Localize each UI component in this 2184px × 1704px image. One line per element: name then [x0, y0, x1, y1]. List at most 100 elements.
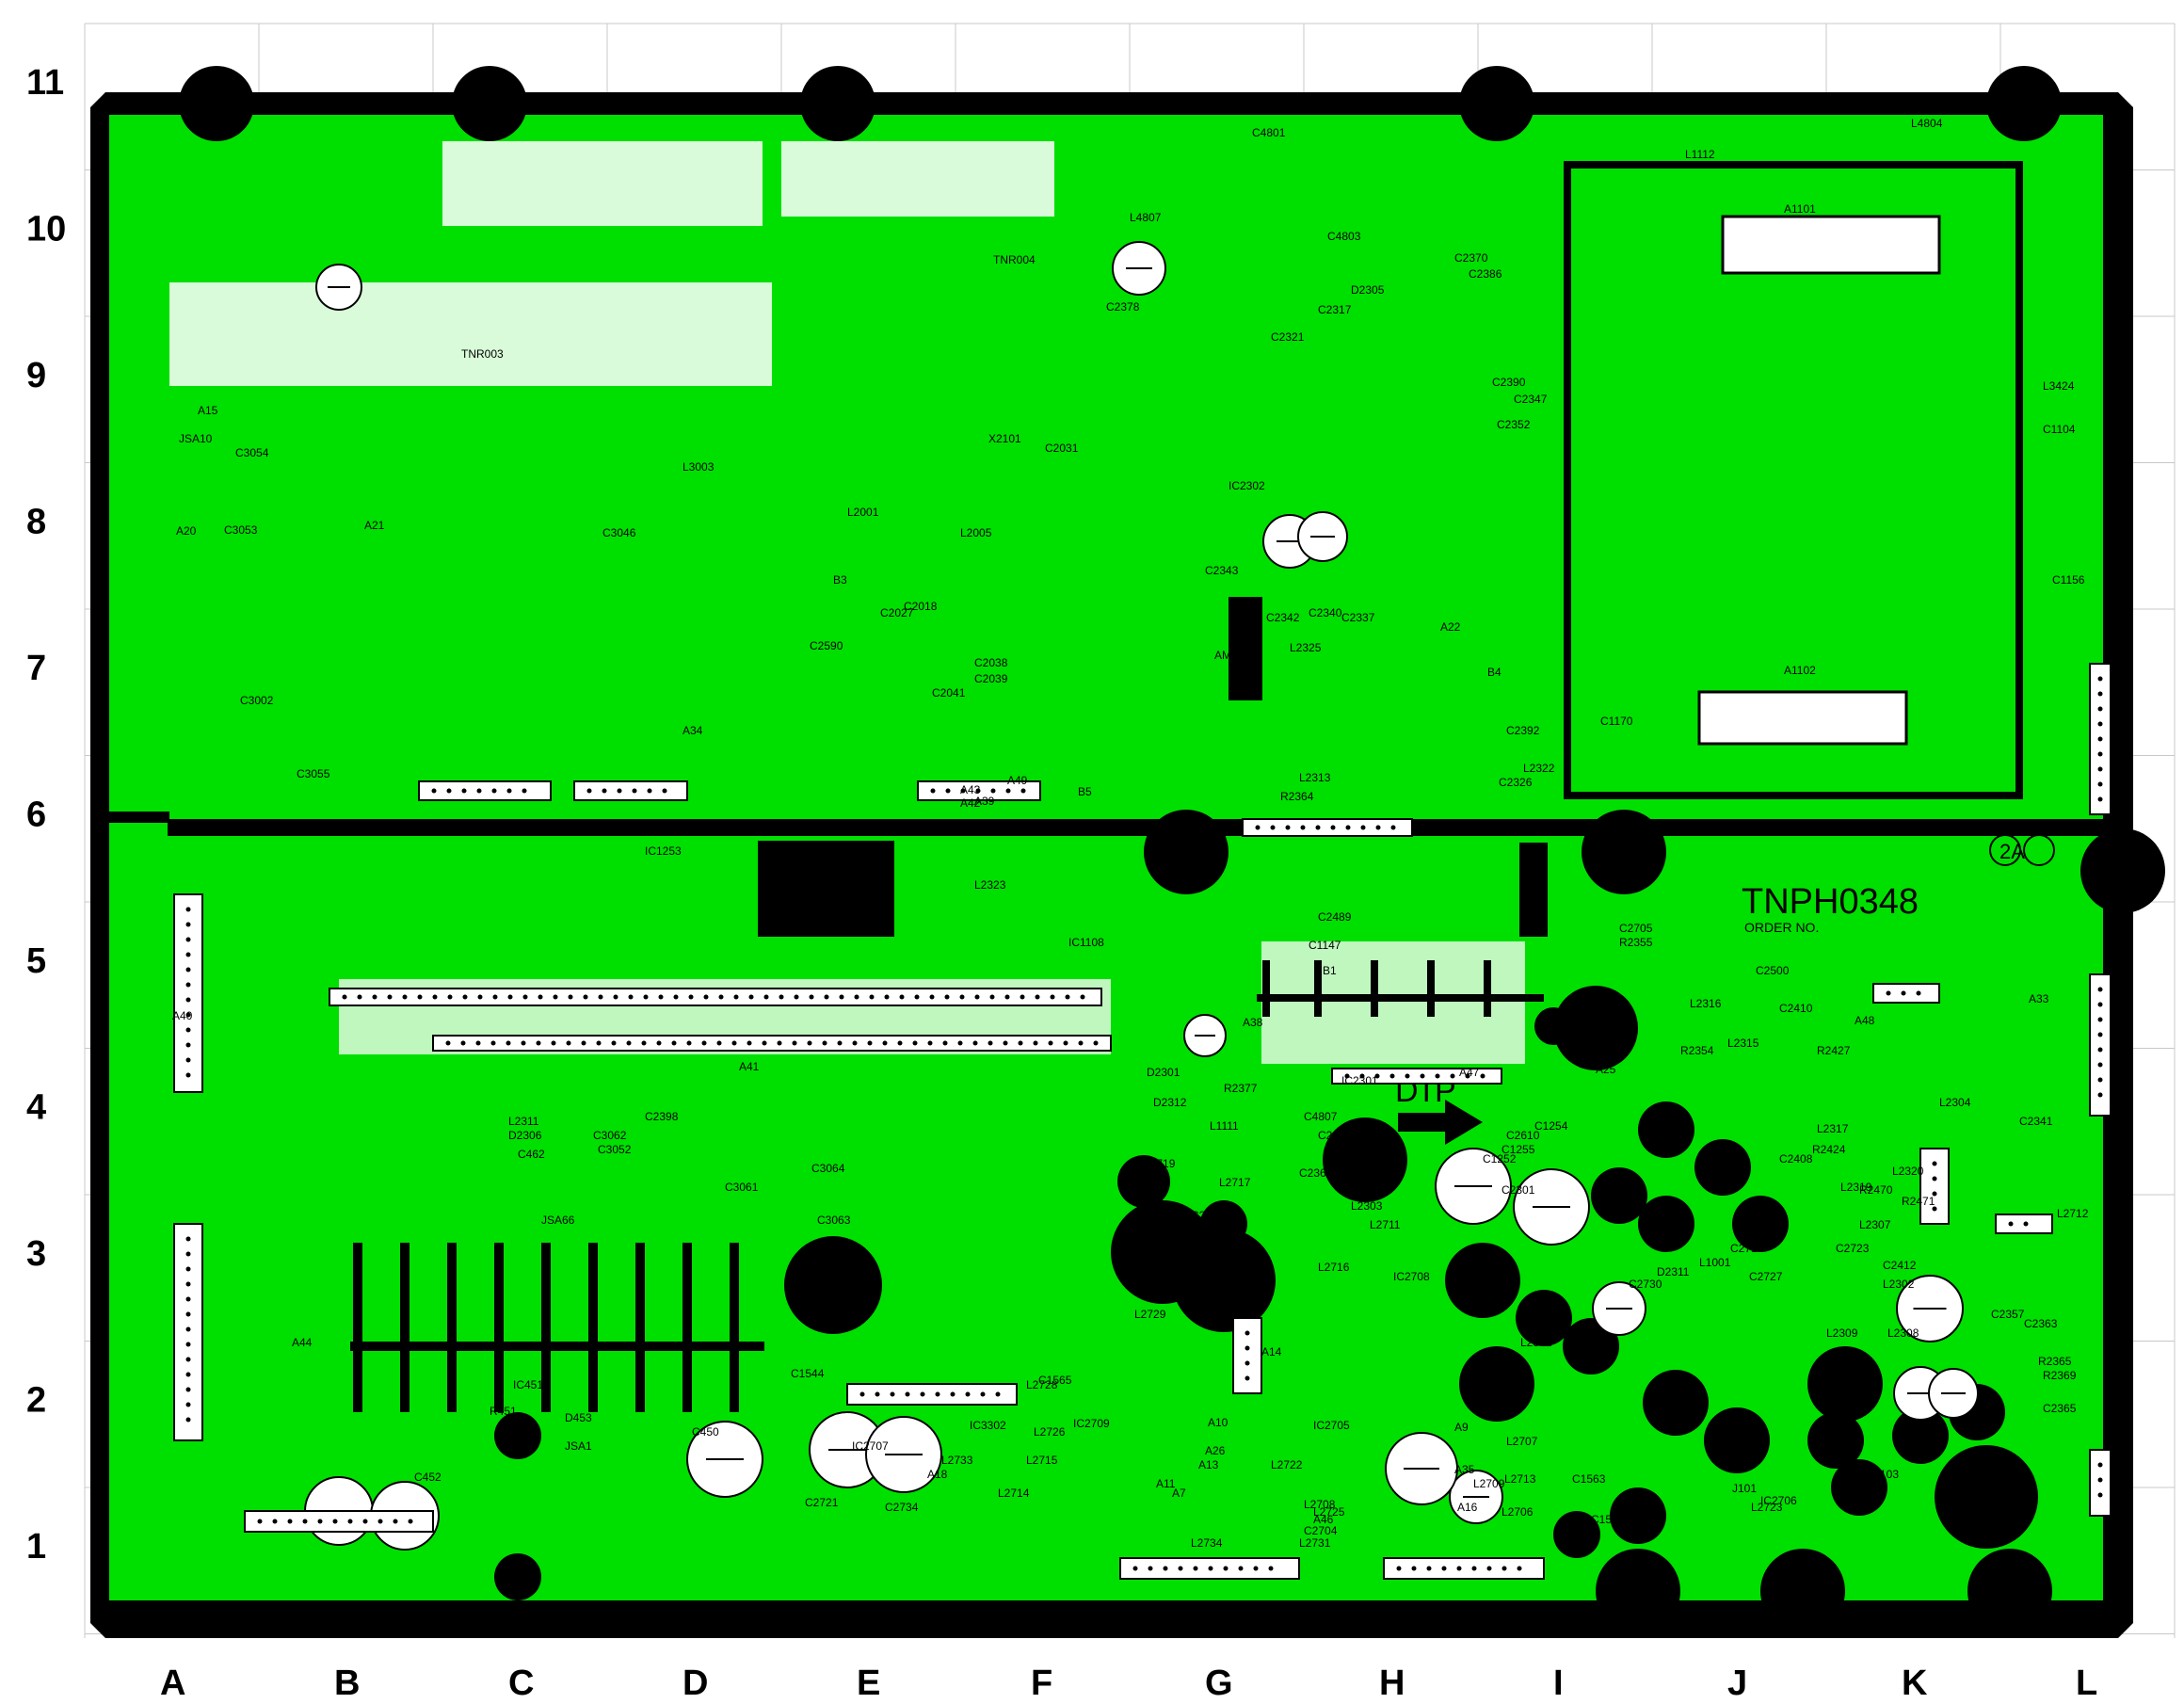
part-reference-label: D2301	[1147, 1066, 1180, 1079]
connector-pin	[583, 994, 588, 1000]
connector-strip	[1383, 1557, 1545, 1580]
connector-pin	[1932, 1176, 1937, 1182]
part-reference-label: C1544	[791, 1367, 825, 1380]
mounting-hole	[1144, 810, 1228, 894]
part-reference-label: IC1253	[645, 844, 682, 858]
part-reference-label: IC2709	[1073, 1417, 1110, 1430]
row-label: 2	[26, 1381, 46, 1421]
part-reference-label: IC2705	[1313, 1419, 1350, 1432]
connector-pin	[617, 788, 622, 794]
connector-pin	[662, 788, 667, 794]
connector-pin	[1178, 1566, 1183, 1571]
part-reference-label: A40	[172, 1009, 193, 1022]
part-reference-label: A16	[1457, 1501, 1478, 1514]
part-reference-label: R2365	[2038, 1355, 2072, 1368]
part-reference-label: C3052	[598, 1143, 632, 1156]
part-reference-label: C4807	[1304, 1110, 1338, 1123]
row-label: 9	[26, 356, 46, 395]
connector-pin	[185, 1042, 191, 1048]
column-label: B	[334, 1664, 360, 1703]
connector-pin	[2008, 1221, 2014, 1227]
part-reference-label: L2710	[1469, 1374, 1501, 1387]
connector-strip	[573, 780, 688, 801]
part-reference-label: C1252	[1483, 1152, 1517, 1165]
connector-pin	[1050, 994, 1055, 1000]
connector-pin	[1238, 1566, 1244, 1571]
column-label: D	[682, 1664, 708, 1703]
connector-pin	[1916, 990, 1921, 996]
mounting-hole	[800, 66, 875, 141]
connector-pin	[1245, 1345, 1250, 1351]
connector-pin	[1411, 1566, 1417, 1571]
connector-strip	[1242, 818, 1413, 837]
part-reference-label: A21	[364, 519, 385, 532]
row-label: 7	[26, 649, 46, 688]
connector-pin	[854, 994, 859, 1000]
part-reference-label: L4807	[1130, 211, 1162, 224]
connector-pin	[2097, 781, 2103, 787]
connector-pin	[1426, 1566, 1432, 1571]
connector-pin	[1048, 1040, 1053, 1046]
connector-pin	[965, 1391, 971, 1397]
connector-pin	[302, 1519, 308, 1524]
connector-pin	[974, 994, 980, 1000]
part-reference-label: A10	[1208, 1416, 1228, 1429]
connector-pin	[1517, 1566, 1522, 1571]
part-reference-label: A46	[1313, 1513, 1334, 1526]
connector-pin	[990, 788, 996, 794]
part-reference-label: C2370	[1454, 251, 1488, 265]
part-reference-label: C2727	[1749, 1270, 1783, 1283]
part-reference-label: L2707	[1506, 1435, 1538, 1448]
connector-pin	[718, 994, 724, 1000]
part-reference-label: L2005	[960, 526, 992, 539]
part-reference-label: L1112	[1685, 148, 1715, 161]
row-label: 11	[26, 63, 64, 103]
part-reference-label: A13	[1198, 1458, 1219, 1471]
part-reference-label: B1	[1323, 964, 1337, 977]
part-reference-label: L2726	[1034, 1425, 1066, 1439]
connector-pin	[641, 1040, 647, 1046]
part-reference-label: IC2706	[1760, 1494, 1797, 1507]
connector-pin	[1223, 1566, 1228, 1571]
part-reference-label: C1563	[1572, 1472, 1606, 1486]
part-reference-label: L2711	[1370, 1218, 1401, 1231]
mounting-hole	[1986, 66, 2062, 141]
capacitor-outlines	[304, 241, 1979, 1551]
connector-pin	[809, 994, 814, 1000]
connector-pin	[2097, 1462, 2103, 1468]
connector-pin	[1502, 1566, 1507, 1571]
connector-pin	[185, 1387, 191, 1392]
part-number: TNPH0348	[1742, 882, 1919, 922]
connector-pin	[1932, 1191, 1937, 1197]
connector-pin	[731, 1040, 737, 1046]
part-reference-label: L3424	[2043, 379, 2075, 393]
mounting-hole	[1704, 1407, 1770, 1473]
connector-pin	[930, 788, 936, 794]
column-label: H	[1379, 1664, 1405, 1703]
part-reference-label: L2716	[1318, 1261, 1350, 1274]
connector-pin	[432, 994, 438, 1000]
part-reference-label: L2733	[941, 1454, 973, 1467]
connector-pin	[890, 1391, 895, 1397]
connector-pin	[185, 1402, 191, 1407]
connector-strip	[244, 1510, 434, 1533]
row-label: 10	[26, 210, 66, 249]
row-label: 3	[26, 1234, 46, 1274]
connector-pin	[317, 1519, 323, 1524]
connector-pin	[185, 1357, 191, 1362]
connector-pin	[402, 994, 408, 1000]
part-reference-label: C2392	[1506, 724, 1540, 737]
connector-pin	[975, 788, 981, 794]
connector-pin	[2097, 1092, 2103, 1098]
mounting-hole	[1967, 1549, 2052, 1633]
part-reference-label: D2311	[1657, 1265, 1690, 1278]
mounting-hole	[1638, 1101, 1694, 1158]
connector-pin	[2097, 1002, 2103, 1007]
part-reference-label: L2309	[1826, 1326, 1858, 1340]
row-label: 6	[26, 796, 46, 835]
connector-pin	[777, 1040, 782, 1046]
part-reference-label: L2731	[1299, 1536, 1331, 1550]
part-reference-label: C3061	[725, 1181, 759, 1194]
mounting-hole	[1563, 1318, 1619, 1374]
part-reference-label: C2489	[1318, 910, 1352, 924]
